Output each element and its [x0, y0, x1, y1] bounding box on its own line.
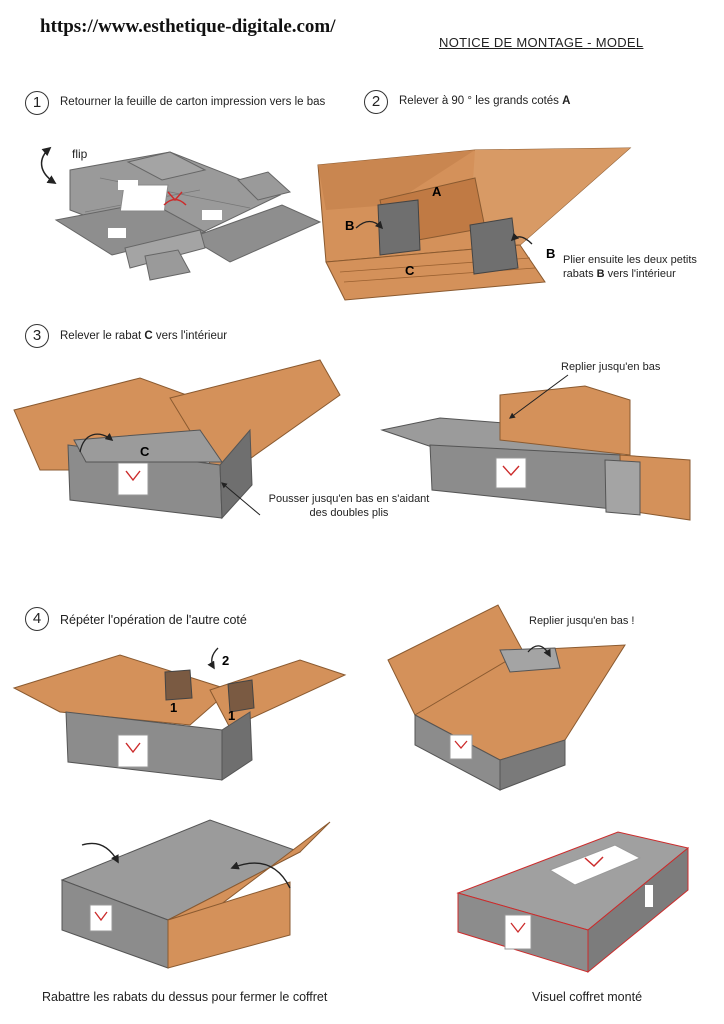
label-c-step3: C [140, 444, 150, 459]
step-3-badge: 3 [25, 324, 49, 348]
final-box-illustration [456, 831, 690, 974]
step-2-note: Plier ensuite les deux petits rabats B v… [563, 254, 697, 280]
step-4-badge: 4 [25, 607, 49, 631]
step-4b-illustration [387, 604, 626, 791]
website-url[interactable]: https://www.esthetique-digitale.com/ [40, 16, 336, 37]
step-1-text: Retourner la feuille de carton impressio… [60, 96, 326, 108]
label-1-left: 1 [170, 700, 177, 715]
label-a: A [432, 184, 442, 199]
label-b-right: B [546, 246, 555, 261]
step-2-illustration: A B B C [317, 147, 632, 301]
flip-label: flip [72, 147, 88, 161]
page-title: NOTICE DE MONTAGE - MODEL [439, 35, 644, 50]
step-4-text: Répéter l'opération de l'autre coté [60, 613, 247, 627]
step-3b-illustration [380, 374, 691, 521]
step-2-badge: 2 [364, 90, 388, 114]
step-1-badge: 1 [25, 91, 49, 115]
fold-note-step4: Replier jusqu'en bas ! [529, 615, 635, 627]
fold-note-step3: Replier jusqu'en bas [561, 361, 661, 373]
push-note: Pousser jusqu'en bas en s'aidant des dou… [268, 493, 430, 519]
step-3a-illustration: C [13, 359, 341, 520]
label-b-left: B [345, 218, 354, 233]
caption-close: Rabattre les rabats du dessus pour ferme… [42, 990, 328, 1004]
label-c: C [405, 263, 415, 278]
label-1-right: 1 [228, 708, 235, 723]
caption-final: Visuel coffret monté [532, 990, 643, 1004]
step-2-text: Relever à 90 ° les grands cotés A [399, 95, 571, 107]
step-4a-illustration: 2 1 1 [12, 647, 347, 781]
flip-arrow [40, 146, 57, 184]
closing-illustration [60, 819, 331, 969]
step-1-flat-sheet [40, 146, 322, 281]
step-3-text: Relever le rabat C vers l'intérieur [60, 330, 228, 342]
label-2: 2 [222, 653, 229, 668]
